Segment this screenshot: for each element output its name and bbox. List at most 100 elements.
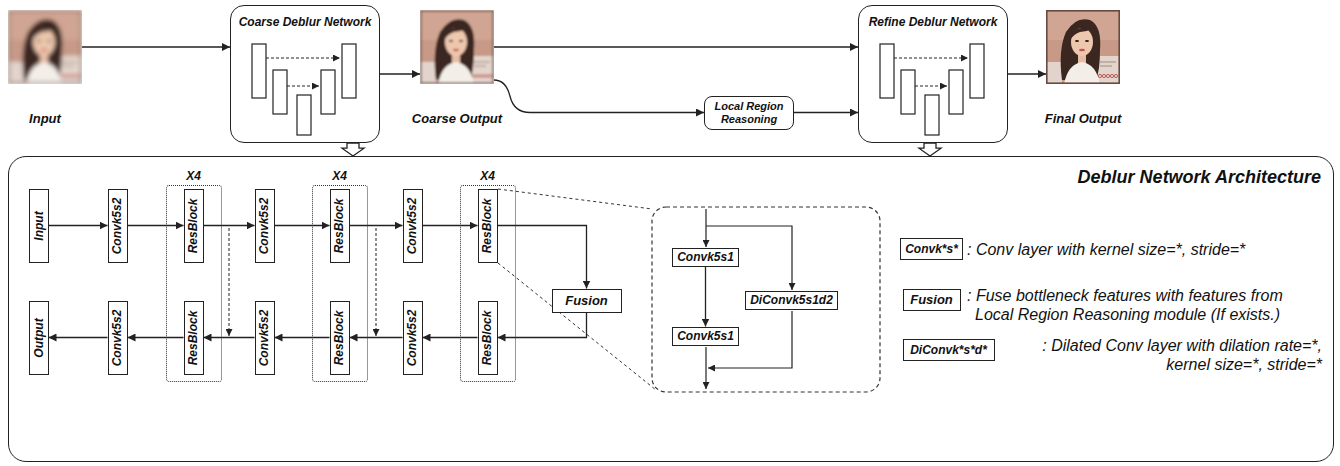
zoom-line: [498, 189, 652, 209]
connector: [705, 267, 706, 327]
connector: [342, 143, 364, 156]
image-panel: Final Output: [1033, 10, 1133, 126]
node-label: DiConvk5s1d2: [750, 293, 833, 307]
node-label: Convk5s2: [406, 197, 420, 254]
node-label: Coarse Output: [412, 111, 502, 126]
node-label: Convk5s1: [677, 250, 734, 264]
node-label: Convk5s2: [111, 309, 125, 366]
zoom-line: [498, 263, 656, 390]
resblock-detail-outline: [652, 207, 880, 392]
node-label: Input: [32, 211, 46, 240]
connector: [275, 337, 330, 338]
node-label: Refine Deblur Network: [869, 15, 998, 29]
connector: [494, 80, 704, 113]
node-label: Input: [29, 111, 61, 126]
connector: [498, 313, 587, 338]
node-label: Local Region Reasoning: [709, 100, 789, 125]
flow-line: [705, 209, 706, 247]
coarse-photo: [420, 10, 494, 84]
art-part: [1046, 10, 1120, 84]
connector: [128, 225, 184, 226]
node-label: Convk5s1: [677, 329, 734, 343]
network-box: Coarse Deblur Network: [230, 5, 380, 143]
skip-connection: [376, 228, 377, 336]
node-label: Fusion: [910, 292, 953, 307]
layer-box: DiConvk*s*d*: [903, 339, 995, 361]
connector: [350, 225, 403, 226]
final-photo: [1046, 10, 1120, 84]
layer-box: Convk5s1: [672, 248, 739, 267]
module-box: Local Region Reasoning: [704, 96, 794, 130]
layer-block: Input: [29, 189, 49, 263]
repeat-group: X4ResBlockResBlock: [460, 168, 516, 382]
node-label: ResBlock: [187, 198, 201, 253]
repeat-group: X4ResBlockResBlock: [166, 168, 222, 382]
node-label: ResBlock: [481, 198, 495, 253]
layer-block: Output: [29, 301, 49, 375]
node-label: Convk5s2: [258, 309, 272, 366]
layer-block: Convk5s2: [403, 189, 423, 263]
layer-box: Convk5s1: [672, 327, 739, 346]
layer-box: DiConvk5s1d2: [745, 291, 838, 310]
layer-block: ResBlock: [184, 189, 204, 263]
node-label: Output: [32, 318, 46, 357]
layer-block: Convk5s2: [108, 301, 128, 375]
legend-description: : Dilated Conv layer with dilation rate=…: [1010, 336, 1322, 374]
flow-line: [705, 347, 706, 389]
skip-connection: [229, 228, 230, 336]
connector: [350, 337, 403, 338]
layer-box: Fusion: [552, 289, 622, 313]
layer-box: Convk*s*: [900, 238, 963, 260]
layer-block: Convk5s2: [255, 301, 275, 375]
node-label: Deblur Network Architecture: [1078, 167, 1321, 188]
layer-block: Convk5s2: [403, 301, 423, 375]
layer-block: ResBlock: [330, 301, 350, 375]
node-label: Final Output: [1045, 111, 1122, 126]
layer-block: Convk5s2: [255, 189, 275, 263]
connector: [1008, 73, 1046, 74]
unet-sketch: [252, 44, 356, 135]
connector: [423, 337, 478, 338]
connector: [380, 73, 420, 74]
connector: [204, 225, 255, 226]
legend-description: : Fuse bottleneck features with features…: [967, 286, 1303, 324]
node-label: ResBlock: [333, 198, 347, 253]
node-label: Fusion: [565, 293, 608, 308]
node-label: ResBlock: [481, 310, 495, 365]
unet-sketch: [880, 44, 984, 135]
node-label: Convk*s*: [905, 242, 958, 256]
node-label: Convk5s2: [258, 197, 272, 254]
layer-block: Convk5s2: [108, 189, 128, 263]
input-photo: [8, 10, 82, 84]
node-label: ResBlock: [187, 310, 201, 365]
node-label: Coarse Deblur Network: [239, 15, 372, 29]
node-label: Convk5s2: [111, 197, 125, 254]
connector: [82, 46, 230, 47]
connector: [423, 225, 478, 226]
network-box: Refine Deblur Network: [858, 5, 1008, 143]
repeat-group: X4ResBlockResBlock: [312, 168, 368, 382]
node-label: ResBlock: [333, 310, 347, 365]
image-panel: Input: [8, 10, 82, 126]
node-label: X4: [166, 168, 222, 184]
connector: [498, 226, 587, 289]
connector: [204, 337, 255, 338]
layer-block: ResBlock: [478, 301, 498, 375]
layer-box: Fusion: [903, 289, 961, 311]
art-part: [8, 10, 82, 84]
connector: [494, 46, 858, 47]
image-panel: Coarse Output: [402, 10, 512, 126]
layer-block: ResBlock: [478, 189, 498, 263]
connector: [919, 143, 941, 156]
node-label: X4: [460, 168, 516, 184]
layer-block: ResBlock: [330, 189, 350, 263]
legend-description: : Conv layer with kernel size=*, stride=…: [967, 240, 1303, 259]
connector: [49, 225, 108, 226]
art-part: [420, 10, 494, 84]
node-label: X4: [312, 168, 368, 184]
connector: [49, 337, 108, 338]
node-label: DiConvk*s*d*: [910, 343, 987, 357]
connector: [275, 225, 330, 226]
connector: [128, 337, 184, 338]
